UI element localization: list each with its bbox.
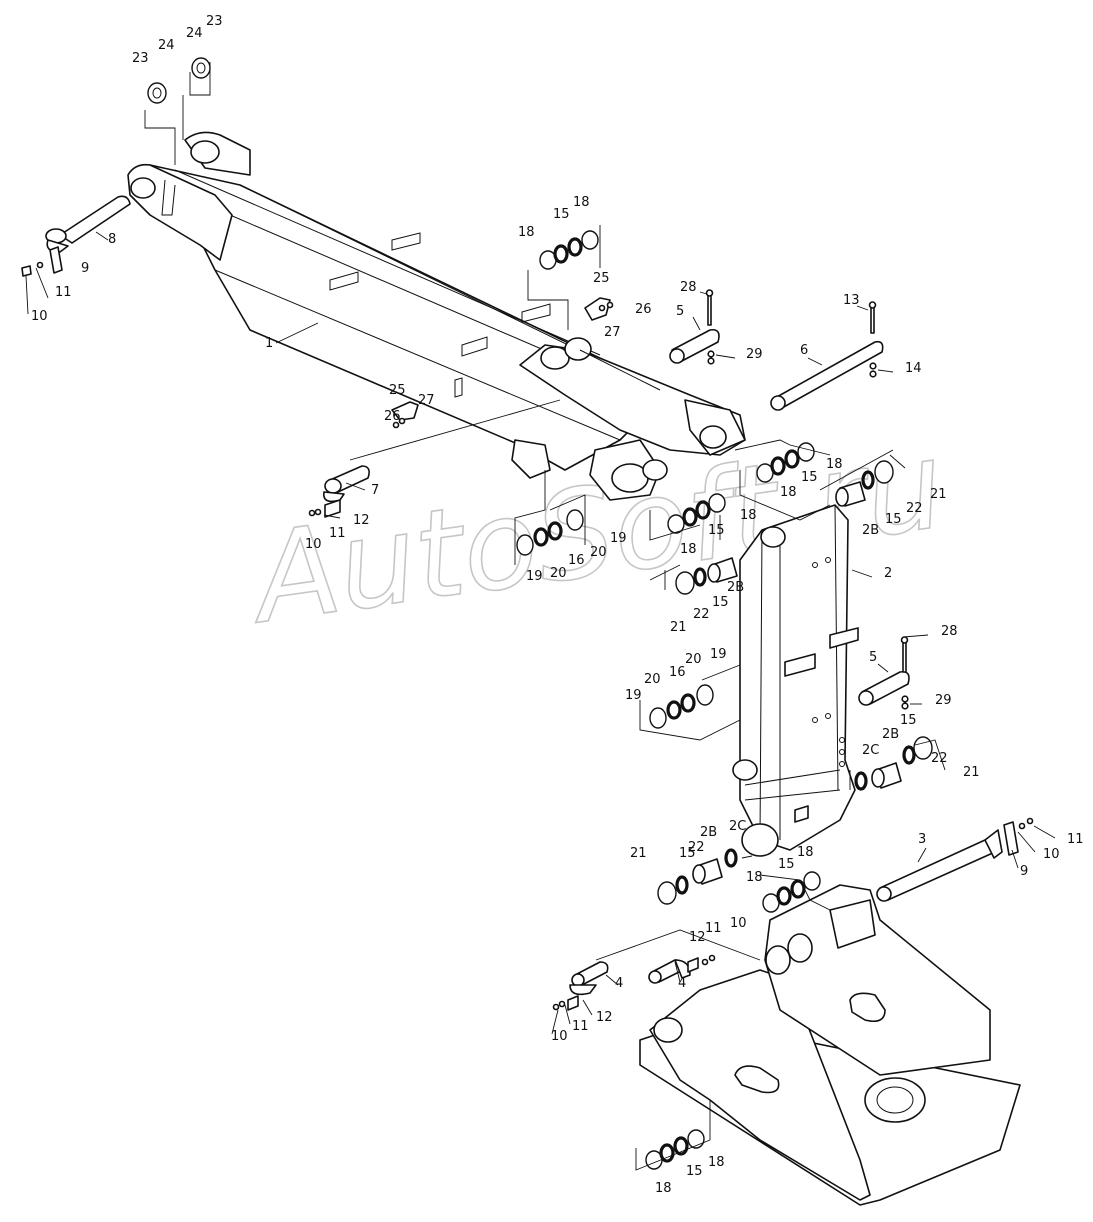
- callout-23: 23: [206, 14, 223, 29]
- callout-18: 18: [826, 457, 843, 472]
- leader-lines: [25, 62, 1056, 1171]
- callout-9: 9: [81, 261, 89, 276]
- callout-28: 28: [941, 624, 958, 639]
- callout-21: 21: [930, 487, 947, 502]
- rings: [147, 57, 933, 1170]
- callout-10: 10: [1043, 847, 1060, 862]
- callout-29: 29: [746, 347, 763, 362]
- callout-18: 18: [708, 1155, 725, 1170]
- callout-12: 12: [353, 513, 370, 528]
- callout-11: 11: [329, 526, 346, 541]
- callout-18: 18: [746, 870, 763, 885]
- callout-2: 2: [884, 566, 892, 581]
- callout-26: 26: [635, 302, 652, 317]
- callout-18: 18: [518, 225, 535, 240]
- callout-2c: 2C: [729, 819, 746, 834]
- callout-18: 18: [797, 845, 814, 860]
- callout-25: 25: [389, 383, 406, 398]
- callout-18: 18: [680, 542, 697, 557]
- callout-11: 11: [55, 285, 72, 300]
- callout-26: 26: [384, 409, 401, 424]
- callout-28: 28: [680, 280, 697, 295]
- callout-19: 19: [526, 569, 543, 584]
- callout-11: 11: [705, 921, 722, 936]
- callout-29: 29: [935, 693, 952, 708]
- callout-22: 22: [931, 751, 948, 766]
- callout-15: 15: [553, 207, 570, 222]
- callout-15: 15: [885, 512, 902, 527]
- arm-assembly: [127, 131, 746, 501]
- callout-15: 15: [900, 713, 917, 728]
- callout-12: 12: [689, 930, 706, 945]
- callout-12: 12: [596, 1010, 613, 1025]
- callout-10: 10: [31, 309, 48, 324]
- callout-20: 20: [644, 672, 661, 687]
- callout-24: 24: [186, 26, 203, 41]
- callout-5: 5: [869, 650, 877, 665]
- callout-15: 15: [778, 857, 795, 872]
- callout-3: 3: [918, 832, 926, 847]
- callout-23: 23: [132, 51, 149, 66]
- callout-15: 15: [686, 1164, 703, 1179]
- callout-13: 13: [843, 293, 860, 308]
- callout-20: 20: [550, 566, 567, 581]
- callout-15: 15: [712, 595, 729, 610]
- callout-16: 16: [568, 553, 585, 568]
- callout-22: 22: [688, 840, 705, 855]
- callout-18: 18: [780, 485, 797, 500]
- callout-25: 25: [593, 271, 610, 286]
- callout-15: 15: [679, 846, 696, 861]
- callout-27: 27: [604, 325, 621, 340]
- callout-18: 18: [740, 508, 757, 523]
- callout-2b: 2B: [700, 825, 717, 840]
- callout-16: 16: [669, 665, 686, 680]
- callout-10: 10: [551, 1029, 568, 1044]
- callout-11: 11: [572, 1019, 589, 1034]
- callout-19: 19: [625, 688, 642, 703]
- callout-15: 15: [801, 470, 818, 485]
- callout-6: 6: [800, 343, 808, 358]
- callout-7: 7: [371, 483, 379, 498]
- callout-9: 9: [1020, 864, 1028, 879]
- callout-10: 10: [730, 916, 747, 931]
- callout-2b: 2B: [727, 580, 744, 595]
- boom-assembly: [732, 504, 859, 857]
- callout-27: 27: [418, 393, 435, 408]
- callout-21: 21: [963, 765, 980, 780]
- callout-20: 20: [590, 545, 607, 560]
- pins: [45, 195, 1003, 996]
- callout-18: 18: [655, 1181, 672, 1196]
- callout-15: 15: [708, 523, 725, 538]
- callout-10: 10: [305, 537, 322, 552]
- callout-14: 14: [905, 361, 922, 376]
- callout-11: 11: [1067, 832, 1084, 847]
- callout-21: 21: [670, 620, 687, 635]
- callout-5: 5: [676, 304, 684, 319]
- callout-22: 22: [693, 607, 710, 622]
- callout-24: 24: [158, 38, 175, 53]
- callout-4: 4: [678, 976, 686, 991]
- callout-2b: 2B: [862, 523, 879, 538]
- callout-19: 19: [610, 531, 627, 546]
- callout-18: 18: [573, 195, 590, 210]
- base-bracket-assembly: [639, 884, 1021, 1206]
- callout-20: 20: [685, 652, 702, 667]
- callout-4: 4: [615, 976, 623, 991]
- callout-2c: 2C: [862, 743, 879, 758]
- callout-22: 22: [906, 501, 923, 516]
- callout-2b: 2B: [882, 727, 899, 742]
- callout-21: 21: [630, 846, 647, 861]
- callout-labels: 2324242389111011815182526272852913614252…: [31, 14, 1084, 1196]
- callout-1: 1: [265, 336, 273, 351]
- fasteners: [21, 246, 1034, 1011]
- callout-19: 19: [710, 647, 727, 662]
- callout-8: 8: [108, 232, 116, 247]
